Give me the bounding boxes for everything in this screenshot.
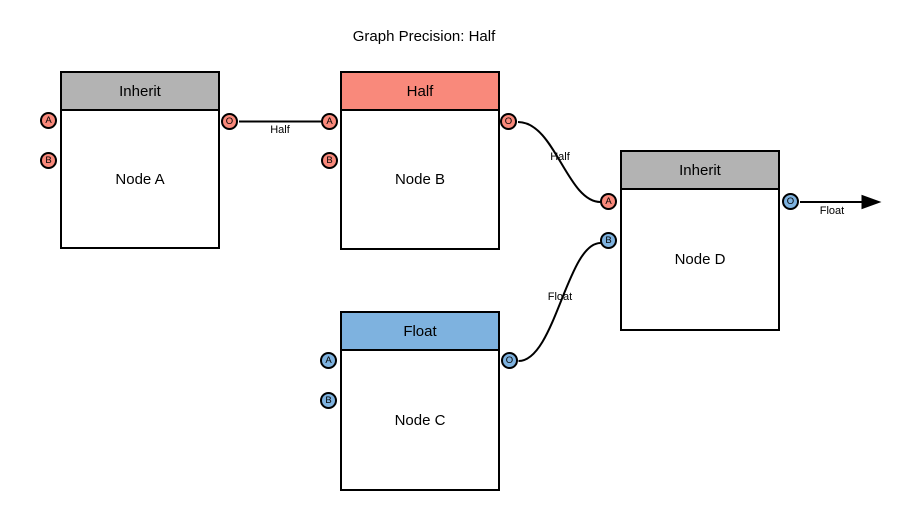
node-a-port-a: A (40, 112, 57, 129)
node-c-port-b: B (320, 392, 337, 409)
node-d-port-o: O (782, 193, 799, 210)
node-b: Half Node B (340, 71, 500, 250)
node-d-port-b: B (600, 232, 617, 249)
node-b-port-o: O (500, 113, 517, 130)
edge-nodec-to-noded (518, 242, 601, 362)
edge-nodeb-to-noded (517, 121, 601, 203)
edge-label-c-to-d: Float (547, 291, 573, 303)
node-a: Inherit Node A (60, 71, 220, 249)
node-b-port-b: B (321, 152, 338, 169)
edge-label-a-to-b: Half (270, 124, 290, 136)
node-b-port-a: A (321, 113, 338, 130)
node-d-label: Node D (674, 251, 726, 268)
node-d-header: Inherit (622, 152, 778, 190)
node-c-label: Node C (394, 411, 446, 429)
node-c-port-o: O (501, 352, 518, 369)
output-arrowhead-icon (861, 194, 882, 210)
node-d-port-a: A (600, 193, 617, 210)
node-b-header: Half (342, 73, 498, 111)
node-a-port-o: O (221, 113, 238, 130)
node-a-header: Inherit (62, 73, 218, 111)
node-c-header: Float (342, 313, 498, 351)
node-a-label: Node A (115, 170, 165, 188)
node-d: Inherit Node D (620, 150, 780, 331)
node-c: Float Node C (340, 311, 500, 491)
node-c-port-a: A (320, 352, 337, 369)
edge-label-b-to-d: Half (550, 151, 570, 163)
node-b-label: Node B (394, 171, 446, 188)
edge-label-output: Float (819, 205, 845, 217)
diagram-title: Graph Precision: Half (352, 28, 496, 45)
node-a-port-b: B (40, 152, 57, 169)
